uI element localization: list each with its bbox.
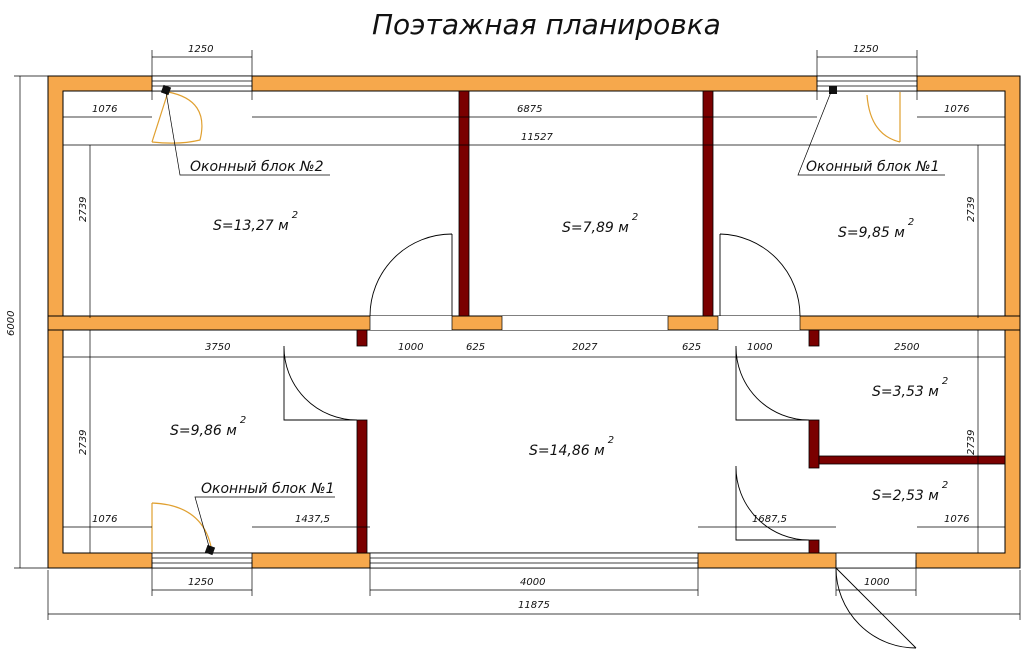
partition-wc bbox=[818, 455, 1006, 465]
room-area-5: S=14,86 м2 bbox=[529, 435, 614, 459]
wc-door-opening bbox=[835, 552, 917, 569]
window-bottom-left bbox=[151, 552, 253, 569]
door-right-top bbox=[719, 233, 801, 317]
window-sash-top-left bbox=[151, 91, 203, 144]
dim-right-2739-bottom: 2739 bbox=[966, 430, 977, 455]
window-sash-top-right bbox=[866, 92, 901, 143]
label-window-1-bottom: Оконный блок №1 bbox=[201, 481, 334, 497]
dim-left-2739-bottom: 2739 bbox=[78, 430, 89, 455]
dimension-lines bbox=[14, 50, 1021, 620]
dim-bot-1437: 1437,5 bbox=[295, 514, 330, 525]
dim-top-6875: 6875 bbox=[517, 104, 542, 115]
door-entrance-swing bbox=[835, 567, 917, 649]
dim-bot-right-1076: 1076 bbox=[944, 514, 969, 525]
dim-win-bottom: 1250 bbox=[188, 577, 213, 588]
door-wc bbox=[735, 465, 810, 541]
partition-bottom-right-b bbox=[808, 419, 820, 469]
dim-mid-625-b: 625 bbox=[682, 342, 701, 353]
dim-bot-left-1076: 1076 bbox=[92, 514, 117, 525]
door-right-bottom bbox=[735, 345, 810, 421]
door-left-top bbox=[369, 233, 453, 317]
dim-mid-2027: 2027 bbox=[572, 342, 598, 353]
window-handle-tl bbox=[160, 84, 172, 96]
dim-mid-1000-a: 1000 bbox=[398, 342, 423, 353]
partition-top-right bbox=[702, 90, 714, 317]
dim-bot-1687: 1687,5 bbox=[752, 514, 787, 525]
partition-top-left bbox=[458, 90, 470, 317]
room-area-4: S=9,86 м2 bbox=[170, 415, 246, 439]
room-area-1: S=13,27 м2 bbox=[213, 210, 298, 234]
door-opening-right-mid bbox=[718, 316, 800, 330]
dim-bot-4000: 4000 bbox=[520, 577, 545, 588]
plan-title: Поэтажная планировка bbox=[372, 8, 721, 41]
dim-top-left-1076: 1076 bbox=[92, 104, 117, 115]
dim-win-top-right: 1250 bbox=[853, 44, 878, 55]
label-window-1-right: Оконный блок №1 bbox=[806, 159, 939, 175]
dim-mid-1000-b: 1000 bbox=[747, 342, 772, 353]
window-handle-tr bbox=[829, 86, 837, 94]
entrance-opening bbox=[369, 552, 699, 569]
door-left-bottom bbox=[283, 345, 358, 421]
dim-total-11875: 11875 bbox=[518, 600, 550, 611]
dim-mid-3750: 3750 bbox=[205, 342, 230, 353]
room-area-3: S=9,85 м2 bbox=[838, 217, 914, 241]
room-area-2: S=7,89 м2 bbox=[562, 212, 638, 236]
door-opening-left-mid bbox=[370, 316, 452, 330]
partition-bottom-right-a bbox=[808, 329, 820, 347]
dim-total-6000: 6000 bbox=[6, 311, 17, 336]
dim-inner-11527: 11527 bbox=[521, 132, 553, 143]
dim-top-right-1076: 1076 bbox=[944, 104, 969, 115]
dim-bot-door-1000: 1000 bbox=[864, 577, 889, 588]
dimension-values: 1250 1250 1076 6875 1076 11527 2739 2739… bbox=[6, 44, 977, 611]
dim-mid-2500: 2500 bbox=[894, 342, 919, 353]
dim-mid-625-a: 625 bbox=[466, 342, 485, 353]
partition-bottom-right-c bbox=[808, 539, 820, 554]
room-areas: S=13,27 м2 S=7,89 м2 S=9,85 м2 S=9,86 м2… bbox=[170, 210, 948, 504]
dim-left-2739-top: 2739 bbox=[78, 197, 89, 222]
partition-bottom-left-a bbox=[356, 329, 368, 347]
room-area-7: S=2,53 м2 bbox=[872, 480, 948, 504]
label-window-2: Оконный блок №2 bbox=[190, 159, 324, 175]
dim-win-top-left: 1250 bbox=[188, 44, 213, 55]
window-sash-bottom-left bbox=[151, 502, 213, 553]
room-area-6: S=3,53 м2 bbox=[872, 376, 948, 400]
dim-right-2739-top: 2739 bbox=[966, 197, 977, 222]
partition-bottom-left-b bbox=[356, 419, 368, 554]
door-opening-center-mid bbox=[502, 316, 668, 330]
